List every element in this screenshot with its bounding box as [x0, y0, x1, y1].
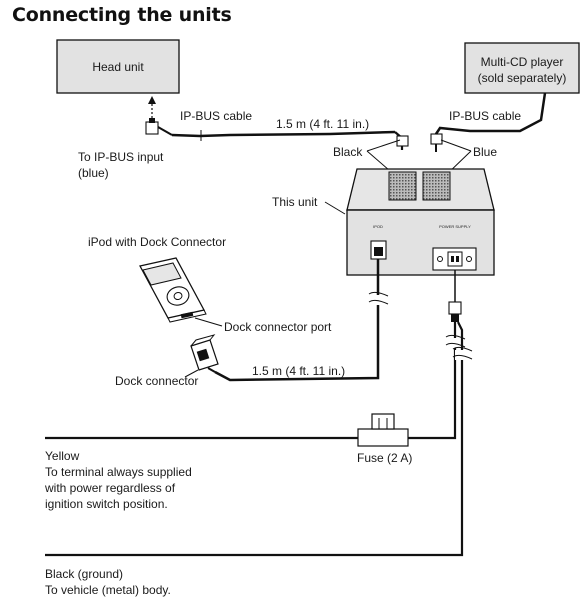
black-label: Black: [333, 145, 363, 159]
fuse-icon: [355, 413, 410, 447]
dock-connector-label: Dock connector: [115, 374, 198, 388]
length-bottom-label: 1.5 m (4 ft. 11 in.): [252, 364, 345, 378]
dock-connector-icon: [190, 334, 219, 373]
yellow-desc-2: with power regardless of: [44, 481, 176, 495]
dock-port-label: Dock connector port: [224, 320, 332, 334]
yellow-desc-3: ignition switch position.: [45, 497, 168, 511]
blue-label: Blue: [473, 145, 497, 159]
to-ipbus-label-1: To IP-BUS input: [78, 150, 164, 164]
black-ground-desc: To vehicle (metal) body.: [45, 583, 171, 597]
black-ground-label: Black (ground): [45, 567, 123, 581]
multi-cd-box: Multi-CD player (sold separately): [464, 42, 580, 94]
multi-cd-label-2: (sold separately): [478, 71, 567, 85]
this-unit-box: IPOD POWER SUPPLY: [346, 168, 495, 276]
blue-ipbus-plug: [430, 133, 443, 152]
head-unit-label: Head unit: [92, 60, 144, 74]
this-unit-label: This unit: [272, 195, 318, 209]
black-ground-wire: [45, 321, 464, 557]
svg-text:IPOD: IPOD: [373, 224, 383, 229]
arrow-up-icon: [148, 96, 156, 118]
power-plug: [448, 270, 462, 322]
ipod-icon: [139, 257, 207, 323]
fuse-label: Fuse (2 A): [357, 451, 412, 465]
ipbus-cable-right-label: IP-BUS cable: [449, 109, 521, 123]
yellow-desc-1: To terminal always supplied: [45, 465, 192, 479]
ipod-label: iPod with Dock Connector: [88, 235, 226, 249]
yellow-label: Yellow: [45, 449, 80, 463]
length-top-label: 1.5 m (4 ft. 11 in.): [276, 117, 369, 131]
ipbus-plug-left: [145, 118, 173, 136]
multi-cd-label-1: Multi-CD player: [481, 55, 564, 69]
yellow-wire: [410, 322, 457, 440]
ipbus-cable-right: [434, 92, 547, 135]
ipbus-cable-main: [171, 130, 396, 138]
head-unit-box: Head unit: [56, 39, 180, 94]
page-title: Connecting the units: [12, 4, 232, 26]
ipbus-cable-left-label: IP-BUS cable: [180, 109, 252, 123]
to-ipbus-label-2: (blue): [78, 166, 109, 180]
svg-text:POWER SUPPLY: POWER SUPPLY: [439, 224, 471, 229]
dock-cable: [214, 259, 380, 382]
